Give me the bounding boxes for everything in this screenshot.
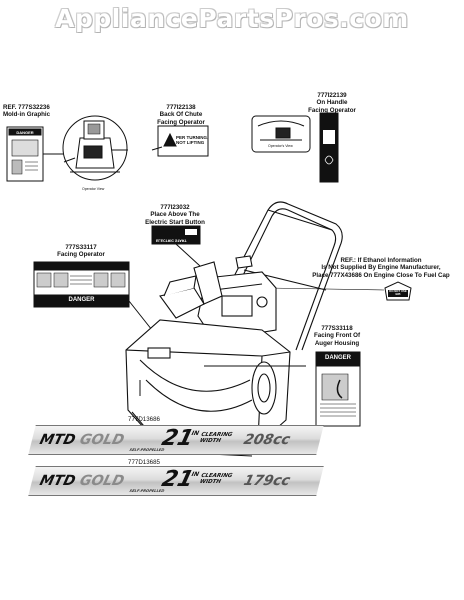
operators-view-caption: Operator's View — [268, 144, 293, 148]
stripe-engine: 208cc — [242, 432, 292, 448]
callout-line: Facing Operator — [308, 106, 356, 114]
callout-stripe-2: 777D13685 — [128, 459, 160, 466]
molded-danger-text: DANGER — [16, 130, 34, 135]
callout-line: 777S33118 — [321, 325, 353, 332]
callout-line: Back Of Chute — [159, 111, 203, 119]
callout-line: Place Above The — [150, 211, 200, 219]
stripe-brand: MTD GOLD — [38, 432, 126, 448]
callout-line: Facing Operator — [157, 118, 205, 126]
callout-line: Place 777X43686 On Engine Close To Fuel … — [312, 271, 450, 279]
callout-stripe-1: 777D13686 — [128, 416, 160, 423]
side-stripe-decal-208cc: MTD GOLD 21 IN CLEARING WIDTH 208cc SELF… — [28, 425, 324, 455]
callout-line: Auger Housing — [314, 339, 360, 347]
callout-line: Facing Front Of — [313, 332, 361, 340]
callout-line: 777I23032 — [160, 204, 190, 211]
chute-decal-line-2: NOT LIFTING — [176, 140, 205, 145]
callout-line: 777S33117 — [65, 244, 97, 251]
stripe-brand: MTD GOLD — [38, 473, 126, 489]
callout-line: Mold-in Graphic — [3, 111, 51, 119]
callout-ethanol: REF.: If Ethanol Information Is Not Supp… — [312, 257, 450, 279]
stripe-fine-print: SELF-PROPELLED — [129, 489, 165, 493]
callout-line: 777I22138 — [166, 104, 196, 111]
callout-line: REF.: If Ethanol Information — [340, 257, 422, 264]
operator-decal-danger: DANGER — [68, 297, 95, 303]
ethanol-badge-text: DO NOT USE E85 — [389, 289, 407, 297]
stripe-fine-print: SELF-PROPELLED — [129, 448, 165, 452]
callout-line: Is Not Supplied By Engine Manufacturer, — [321, 264, 441, 272]
auger-decal-danger: DANGER — [324, 355, 351, 361]
side-stripe-decal-179cc: MTD GOLD 21 IN CLEARING WIDTH 179cc SELF… — [28, 466, 324, 496]
callout-molded-graphic: REF. 777S32236 Mold-in Graphic — [3, 104, 50, 119]
stripe-engine: 179cc — [242, 473, 292, 489]
stripe-caption: CLEARING WIDTH — [199, 473, 233, 485]
callout-line: 777I22139 — [317, 92, 347, 99]
chute-decal-line-1: PER TURNING, — [176, 135, 209, 140]
handle-decal — [319, 112, 339, 183]
callout-line: Facing Operator — [57, 251, 105, 259]
callout-start-button: 777I23032 Place Above The Electric Start… — [132, 204, 218, 226]
stripe-width-unit: IN — [190, 471, 200, 478]
callout-auger: 777S33118 Facing Front Of Auger Housing — [306, 325, 368, 347]
operator-view-caption: Operator View — [82, 187, 105, 191]
callout-operator: 777S33117 Facing Operator — [52, 244, 110, 259]
callout-handle: 777I22139 On Handle Facing Operator — [303, 92, 361, 114]
electric-start-text: ELECTRIC START — [156, 238, 187, 243]
chute-decal-text: PER TURNING, NOT LIFTING — [176, 135, 209, 145]
watermark-text: AppliancePartsPros.com — [55, 4, 409, 33]
callout-line: Electric Start Button — [145, 218, 205, 226]
stripe-caption: CLEARING WIDTH — [199, 432, 233, 444]
callout-line: REF. 777S32236 — [3, 104, 50, 111]
callout-line: On Handle — [316, 99, 348, 107]
stripe-width-unit: IN — [190, 430, 200, 437]
callout-chute: 777I22138 Back Of Chute Facing Operator — [150, 104, 212, 126]
